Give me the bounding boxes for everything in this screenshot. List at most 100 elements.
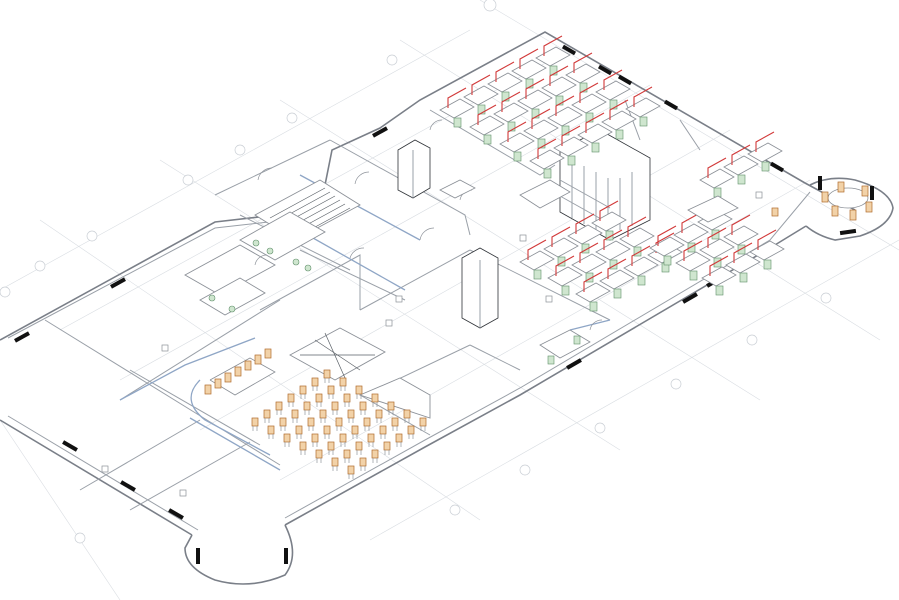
workstation	[547, 95, 583, 136]
task-chair	[737, 244, 746, 255]
workstation	[649, 225, 685, 266]
auditorium-chair	[339, 377, 347, 391]
task-chair	[663, 255, 672, 266]
auditorium-chair	[251, 417, 259, 431]
workstation	[519, 239, 555, 280]
auditorium-chair	[214, 378, 222, 389]
workstation	[439, 87, 475, 128]
auditorium-chair	[315, 449, 323, 463]
auditorium-chair	[311, 433, 319, 447]
auditorium-chair	[299, 385, 307, 399]
auditorium-chair	[371, 393, 379, 407]
workstation	[553, 125, 589, 166]
auditorium-chair	[244, 360, 252, 371]
task-chair	[543, 168, 552, 179]
auditorium-chair	[279, 417, 287, 431]
workstation	[723, 214, 759, 255]
task-chair	[639, 116, 648, 127]
columns	[101, 191, 763, 497]
task-chair	[637, 275, 646, 286]
meeting-chair	[849, 209, 857, 221]
auditorium-chair	[363, 417, 371, 431]
auditorium-chair	[335, 417, 343, 431]
workstation	[463, 74, 499, 115]
workstation	[571, 82, 607, 123]
auditorium-chair	[283, 433, 291, 447]
task-chair	[761, 161, 770, 172]
workstation	[517, 78, 553, 119]
auditorium-chair	[331, 401, 339, 415]
task-chair	[711, 229, 720, 240]
workstation	[493, 91, 529, 132]
meeting-chair	[821, 191, 829, 203]
workstation	[623, 245, 659, 286]
auditorium-chair	[419, 417, 427, 431]
task-chair	[533, 269, 542, 280]
task-chair	[713, 257, 722, 268]
meeting-chair	[831, 205, 839, 217]
auditorium-chair	[375, 409, 383, 423]
workstation	[675, 240, 711, 281]
auditorium-chair	[331, 457, 339, 471]
windows	[14, 44, 874, 564]
task-chair	[739, 272, 748, 283]
auditorium-chair	[299, 441, 307, 455]
task-chair	[615, 129, 624, 140]
workstation	[535, 35, 571, 76]
auditorium-chair	[367, 433, 375, 447]
building-core	[184, 179, 386, 381]
task-chair	[513, 151, 522, 162]
auditorium-chair	[275, 401, 283, 415]
task-chair	[715, 285, 724, 296]
auditorium-chair	[319, 409, 327, 423]
workstation	[699, 227, 735, 268]
auditorium-chair	[315, 393, 323, 407]
auditorium-chair	[323, 369, 331, 383]
workstation	[469, 104, 505, 145]
auditorium-chair	[343, 449, 351, 463]
auditorium-chair	[224, 372, 232, 383]
auditorium-chair	[351, 425, 359, 439]
auditorium-chair	[327, 385, 335, 399]
task-chair	[689, 270, 698, 281]
auditorium-chair	[204, 384, 212, 395]
auditorium-chair	[387, 401, 395, 415]
task-chair	[525, 78, 534, 89]
auditorium-chair	[307, 417, 315, 431]
task-chair	[737, 174, 746, 185]
auditorium-chair	[311, 377, 319, 391]
workstation	[699, 157, 735, 198]
auditorium-chair	[291, 409, 299, 423]
task-chair	[501, 91, 510, 102]
workstation	[543, 226, 579, 267]
workstation	[601, 99, 637, 140]
auditorium-chair	[359, 457, 367, 471]
task-chair	[507, 121, 516, 132]
workstation	[749, 229, 785, 270]
auditorium-chair	[339, 433, 347, 447]
task-chair	[589, 301, 598, 312]
auditorium-chair	[295, 425, 303, 439]
workstation	[571, 242, 607, 283]
auditorium-chair	[391, 417, 399, 431]
meeting-chair	[865, 201, 873, 213]
workstation	[541, 65, 577, 106]
sink-fixtures	[208, 239, 312, 313]
task-chair	[591, 142, 600, 153]
task-chair	[477, 104, 486, 115]
storage-cabinets	[397, 129, 651, 329]
exterior-walls	[0, 31, 894, 585]
workstation	[595, 229, 631, 270]
auditorium-chair	[263, 409, 271, 423]
auditorium-chair	[264, 348, 272, 359]
workstation	[499, 121, 535, 162]
auditorium-chair	[403, 409, 411, 423]
task-chair	[687, 242, 696, 253]
glass-partitions	[119, 174, 611, 471]
workstation	[591, 200, 627, 241]
workstation-clusters	[439, 35, 785, 312]
workstation	[511, 48, 547, 89]
task-chair	[613, 288, 622, 299]
task-chair	[453, 117, 462, 128]
